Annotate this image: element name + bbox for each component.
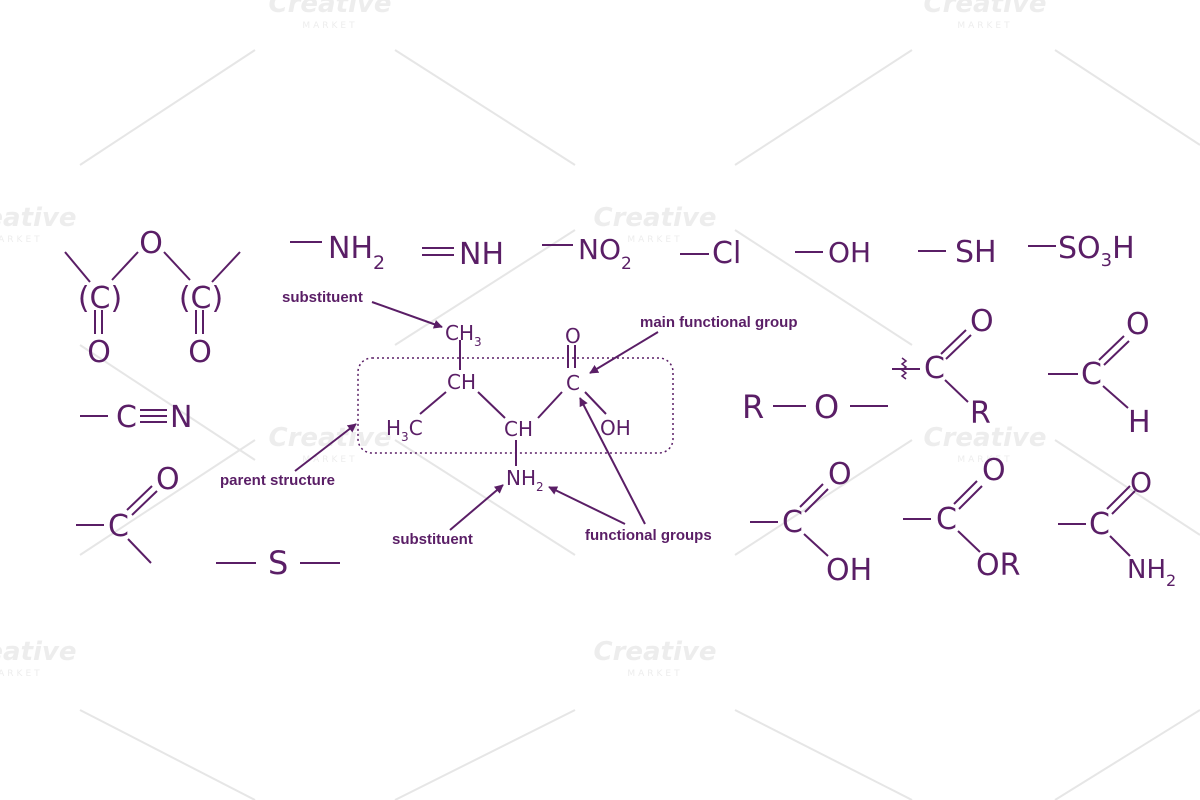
watermark-brand: Creative (593, 637, 716, 667)
molecule-h3c: H3C (386, 416, 423, 444)
ether-r: R (742, 388, 764, 426)
amide-carbon: C (1089, 507, 1110, 542)
carbonyl-carbon: C (108, 509, 129, 544)
ester-or: OR (976, 548, 1020, 583)
anhydride-oxygen-right: O (188, 335, 212, 370)
label-main-functional-group: main functional group (640, 314, 798, 331)
arrow-functional-groups-acid (579, 397, 646, 525)
molecule-nh2: NH2 (506, 466, 544, 494)
watermark-logos: Creative MARKET Creative MARKET Creative… (0, 0, 1047, 679)
anhydride-oxygen-bridge: O (139, 226, 163, 261)
thiol-label: SH (955, 235, 997, 270)
nitro-group: NO2 (542, 233, 632, 274)
watermark-sub: MARKET (957, 21, 1012, 31)
watermark-sub: MARKET (302, 455, 357, 465)
chloro-group: Cl (680, 236, 741, 271)
amide-oxygen: O (1130, 466, 1152, 499)
carbonyl-oxygen: O (156, 462, 180, 497)
amino-acid-molecule: CH3 CH H3C CH O C OH NH2 (357, 321, 674, 494)
carboxyl-oxygen: O (828, 457, 852, 492)
watermark-brand: Creative (0, 203, 77, 233)
amine-label: NH2 (328, 231, 385, 274)
carboxyl-hydroxyl: OH (826, 553, 872, 588)
anhydride-carbon-right: (C) (179, 281, 223, 316)
hydroxyl-label: OH (828, 236, 871, 269)
anhydride-oxygen-left: O (87, 335, 111, 370)
sulfonic-label: SO3H (1058, 231, 1135, 271)
molecule-ch3-top: CH3 (445, 321, 482, 349)
label-substituent-top: substituent (282, 289, 363, 306)
nitrile-carbon: C (116, 400, 137, 435)
label-parent-structure: parent structure (220, 472, 335, 489)
anhydride-group: O (C) (C) O O (64, 226, 241, 370)
nitro-label: NO2 (578, 233, 632, 274)
ester-carbon: C (936, 502, 957, 537)
molecule-ch-left: CH (447, 370, 476, 394)
molecule-acid-carbon: C (566, 371, 580, 395)
watermark-sub: MARKET (302, 21, 357, 31)
arrow-functional-groups-nh2 (548, 486, 626, 525)
hydroxyl-group: OH (795, 236, 871, 269)
watermark-brand: Creative (0, 637, 77, 667)
arrow-main-functional-group (589, 331, 659, 374)
carboxyl-group: C O OH (750, 457, 872, 588)
sulfide-group: S (216, 544, 340, 582)
molecule-acid-hydroxyl: OH (600, 416, 631, 440)
watermark-sub: MARKET (627, 669, 682, 679)
arrow-substituent-bottom (449, 484, 504, 531)
watermark-brand: Creative (923, 423, 1046, 453)
amine-group: NH2 (290, 231, 385, 274)
aldehyde-oxygen: O (1126, 307, 1150, 342)
anhydride-carbon-left: (C) (78, 281, 122, 316)
imine-label: NH (459, 237, 504, 272)
ketone-group: C O R (892, 304, 994, 431)
molecule-ch-mid: CH (504, 417, 533, 441)
watermark-sub: MARKET (0, 669, 43, 679)
label-functional-groups: functional groups (585, 527, 712, 544)
aldehyde-group: C O H (1048, 307, 1151, 440)
nitrile-nitrogen: N (170, 400, 192, 435)
ketone-carbon: C (924, 351, 945, 386)
watermark-lines (79, 49, 1200, 800)
ester-oxygen: O (982, 453, 1006, 488)
aldehyde-carbon: C (1081, 357, 1102, 392)
annotation-labels: substituent main functional group parent… (220, 289, 798, 548)
watermark-brand: Creative (268, 0, 391, 19)
nitrile-group: C N (80, 400, 192, 435)
amide-nh2: NH2 (1127, 555, 1176, 590)
annotation-arrows (294, 301, 659, 531)
watermark-sub: MARKET (957, 455, 1012, 465)
arrow-substituent-top (371, 301, 443, 329)
ether-oxygen: O (814, 388, 839, 426)
ketone-r: R (970, 396, 991, 431)
ester-group: C O OR (903, 453, 1020, 583)
label-substituent-bottom: substituent (392, 531, 473, 548)
arrow-parent-structure (294, 423, 357, 472)
sulfide-label: S (268, 544, 288, 582)
amide-group: C O NH2 (1058, 466, 1176, 590)
watermark-brand: Creative (593, 203, 716, 233)
watermark-sub: MARKET (627, 235, 682, 245)
molecule-acid-oxygen: O (565, 324, 581, 348)
watermark-sub: MARKET (0, 235, 43, 245)
aldehyde-hydrogen: H (1128, 405, 1151, 440)
carboxyl-carbon: C (782, 505, 803, 540)
diagram-content: O (C) (C) O O NH2 NH NO2 Cl O (64, 226, 1176, 590)
ether-group: R O (742, 388, 888, 426)
carbonyl-group: C O (76, 462, 180, 564)
watermark-brand: Creative (923, 0, 1046, 19)
thiol-group: SH (918, 235, 997, 270)
chloro-label: Cl (712, 236, 741, 271)
sulfonic-group: SO3H (1028, 231, 1135, 271)
watermark-brand: Creative (268, 423, 391, 453)
imine-group: NH (422, 237, 504, 272)
ketone-oxygen: O (970, 304, 994, 339)
